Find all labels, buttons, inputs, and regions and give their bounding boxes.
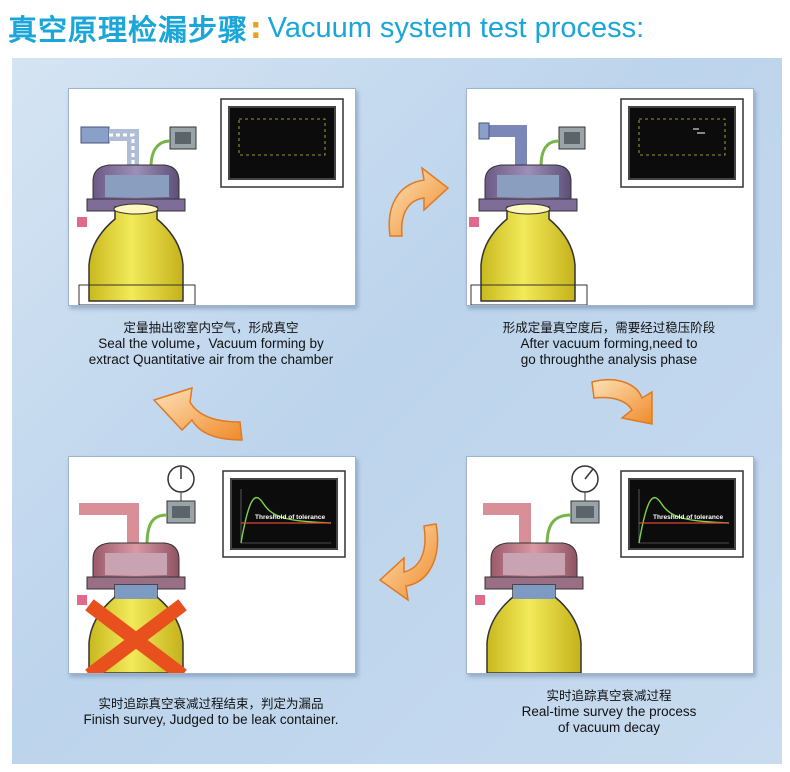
step-2-caption-en-2: go throughthe analysis phase bbox=[520, 352, 698, 367]
title-english: Vacuum system test process: bbox=[267, 11, 645, 44]
step-3-caption: 实时追踪真空衰减过程 Real-time survey the process … bbox=[444, 688, 774, 736]
step-4-illustration: Threshold of tolerance bbox=[68, 456, 356, 674]
step-2-caption-en-1: After vacuum forming,need to bbox=[520, 336, 698, 351]
curved-arrow-icon bbox=[378, 523, 439, 602]
step-2-caption: 形成定量真空度后，需要经过稳压阶段 After vacuum forming,n… bbox=[444, 320, 774, 368]
step-1-caption-en-1: Seal the volume，Vacuum forming by bbox=[98, 336, 324, 351]
step-2-caption-zh: 形成定量真空度后，需要经过稳压阶段 bbox=[502, 320, 716, 335]
cross-icon bbox=[85, 599, 187, 673]
step-3-caption-en-1: Real-time survey the process bbox=[521, 704, 697, 719]
vacuum-chamber-icon: Threshold of tolerance bbox=[475, 465, 744, 673]
curved-arrow-icon bbox=[152, 386, 243, 441]
step-2-illustration bbox=[466, 88, 754, 306]
page-title: 真空原理检漏步骤 : Vacuum system test process: bbox=[8, 8, 644, 48]
vacuum-chamber-icon bbox=[77, 98, 344, 305]
step-3-scope-label: Threshold of tolerance bbox=[653, 514, 723, 521]
step-3-caption-zh: 实时追踪真空衰减过程 bbox=[546, 688, 672, 703]
step-4-caption-zh: 实时追踪真空衰减过程结束，判定为漏品 bbox=[98, 696, 324, 711]
vacuum-chamber-icon: Threshold of tolerance bbox=[77, 465, 346, 673]
step-4-caption: 实时追踪真空衰减过程结束，判定为漏品 Finish survey, Judged… bbox=[46, 696, 376, 728]
step-4-scope-label: Threshold of tolerance bbox=[255, 514, 325, 521]
title-colon: : bbox=[250, 11, 262, 45]
process-panel: 定量抽出密室内空气，形成真空 Seal the volume，Vacuum fo… bbox=[12, 58, 782, 764]
step-3-caption-en-2: of vacuum decay bbox=[557, 720, 661, 735]
step-1-illustration bbox=[68, 88, 356, 306]
step-1-caption: 定量抽出密室内空气，形成真空 Seal the volume，Vacuum fo… bbox=[46, 320, 376, 368]
curved-arrow-icon bbox=[388, 166, 450, 237]
vacuum-chamber-icon bbox=[469, 98, 744, 305]
step-1-caption-en-2: extract Quantitative air from the chambe… bbox=[88, 352, 334, 367]
step-3-illustration: Threshold of tolerance bbox=[466, 456, 754, 674]
title-chinese: 真空原理检漏步骤 bbox=[8, 13, 249, 47]
curved-arrow-icon bbox=[591, 378, 653, 425]
step-4-caption-en-1: Finish survey, Judged to be leak contain… bbox=[83, 712, 339, 727]
step-1-caption-zh: 定量抽出密室内空气，形成真空 bbox=[123, 320, 299, 335]
